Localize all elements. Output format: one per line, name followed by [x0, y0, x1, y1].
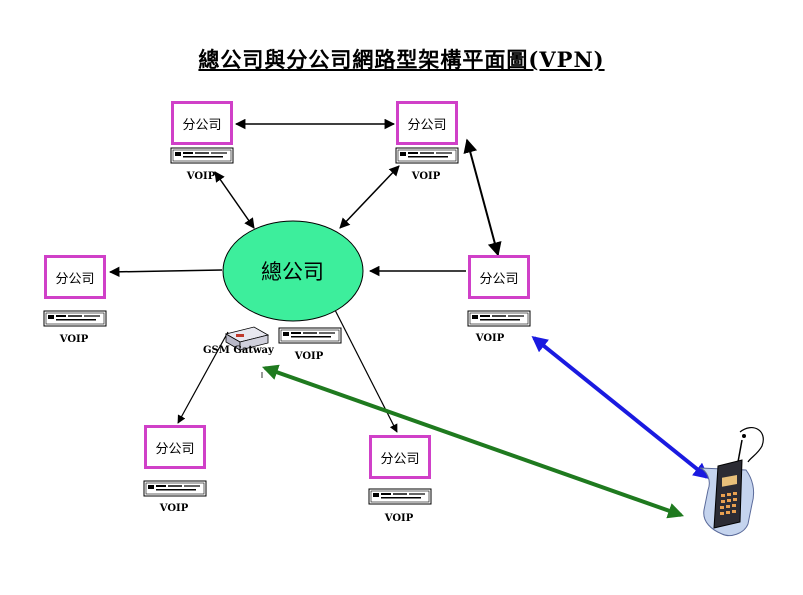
branch-top-right: 分公司	[396, 101, 458, 145]
hq-node	[222, 220, 364, 322]
voip-device-icon	[43, 310, 107, 327]
branch-right: 分公司	[468, 255, 530, 299]
branch-left: 分公司	[44, 255, 106, 299]
voip-device-icon	[143, 480, 207, 497]
gsm-gateway-label: GSM Gatway	[203, 345, 274, 356]
link-mobile-branch	[531, 335, 710, 480]
voip-label: VOIP	[411, 171, 441, 182]
voip-device-icon	[467, 310, 531, 327]
link-mobile-gateway	[261, 364, 685, 519]
branch-bottom-center: 分公司	[369, 435, 431, 479]
voip-device-icon	[170, 147, 234, 164]
connectors	[108, 118, 710, 519]
voip-label: VOIP	[475, 333, 505, 344]
voip-device-icon	[368, 488, 432, 505]
link-hq-top-left	[214, 171, 255, 229]
link-top-right-right	[463, 138, 502, 257]
voip-device-icon	[278, 327, 342, 344]
link-hq-top-right	[339, 165, 400, 229]
branch-top-left: 分公司	[171, 101, 233, 145]
voip-device-icon	[395, 147, 459, 164]
voip-label: VOIP	[186, 171, 216, 182]
voip-label: VOIP	[294, 351, 324, 362]
gsm-gateway-icon	[224, 326, 270, 351]
diagram-title: 總公司與分公司網路型架構平面圖(VPN)	[198, 47, 605, 72]
voip-label: VOIP	[59, 334, 89, 345]
link-hq-left	[108, 266, 223, 278]
link-hq-bottom-left	[177, 331, 229, 424]
hq-label: 總公司	[261, 260, 324, 284]
voip-label: VOIP	[159, 503, 189, 514]
voip-label: VOIP	[384, 513, 414, 524]
branch-bottom-left: 分公司	[144, 425, 206, 469]
mobile-phone-icon	[699, 427, 764, 537]
